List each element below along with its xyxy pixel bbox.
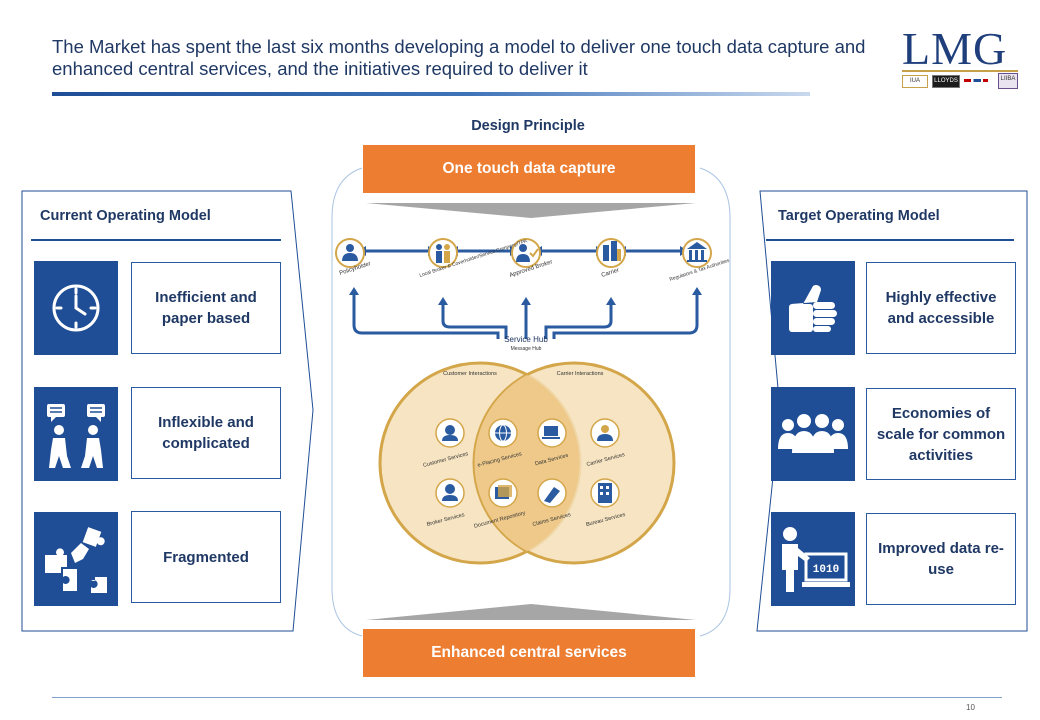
customer-interactions-label: Customer Interactions — [443, 371, 497, 377]
logo-text: LMG — [902, 23, 1008, 74]
carrier-interactions-label: Carrier Interactions — [557, 371, 604, 377]
bottom-wedge — [366, 604, 696, 620]
lmg-logo: LMG IUA LLOYDS LIIBA — [898, 23, 1022, 91]
service-hub-title: Service Hub — [504, 335, 548, 344]
target-item-2: Economies of scale for common activities — [866, 388, 1016, 480]
one-touch-bar: One touch data capture — [363, 145, 695, 193]
current-item-1-label: Inefficient and paper based — [155, 289, 257, 327]
target-model-title: Target Operating Model — [778, 208, 940, 224]
target-item-1: Highly effective and accessible — [866, 262, 1016, 354]
discussion-people-icon — [34, 387, 118, 481]
current-model-title: Current Operating Model — [40, 208, 211, 224]
member-logo-liiba: LIIBA — [998, 73, 1018, 89]
target-item-3-label: Improved data re-use — [878, 540, 1004, 578]
service-flow-diagram: Policyholder Local Broker & Coverholder/… — [335, 238, 730, 565]
current-item-2-label: Inflexible and complicated — [158, 414, 254, 452]
target-item-1-label: Highly effective and accessible — [885, 289, 997, 327]
group-people-icon — [771, 387, 855, 481]
footer-rule — [52, 697, 1002, 698]
enhanced-services-bar: Enhanced central services — [363, 629, 695, 677]
current-item-3: Fragmented — [131, 511, 281, 603]
service-nodes — [435, 418, 620, 508]
current-model-frame — [21, 190, 314, 632]
target-model-panel: Target Operating Model — [756, 190, 1028, 632]
member-logo-iua: IUA — [902, 75, 928, 88]
top-wedge — [366, 203, 696, 218]
puzzle-pieces-icon — [34, 512, 118, 606]
center-rounded-frame — [331, 167, 731, 637]
member-logo-lloyds: LLOYDS — [932, 75, 960, 88]
logo-rule — [902, 70, 1018, 72]
logo-members: IUA LLOYDS LIIBA — [902, 73, 1018, 91]
current-model-panel: Current Operating Model — [21, 190, 314, 632]
member-logo-bar — [964, 79, 988, 82]
clock-icon — [34, 261, 118, 355]
person-data-screen-icon: 1010 — [771, 512, 855, 606]
current-item-1: Inefficient and paper based — [131, 262, 281, 354]
participant-icons — [335, 238, 712, 268]
target-item-2-label: Economies of scale for common activities — [876, 404, 1006, 464]
current-model-rule — [31, 239, 281, 241]
thumbs-up-icon — [771, 261, 855, 355]
target-item-3: Improved data re-use — [866, 513, 1016, 605]
participant-label-4: Carrier — [601, 268, 620, 279]
current-item-3-label: Fragmented — [163, 548, 249, 566]
target-model-rule — [766, 239, 1014, 241]
page-number: 10 — [966, 703, 975, 712]
design-principle-title: Design Principle — [471, 118, 585, 134]
title-underline — [52, 92, 810, 96]
slide-title: The Market has spent the last six months… — [52, 36, 866, 79]
target-model-frame — [756, 190, 1028, 632]
current-item-2: Inflexible and complicated — [131, 387, 281, 479]
svg-text:1010: 1010 — [813, 564, 839, 576]
message-hub-label: Message Hub — [511, 346, 542, 352]
